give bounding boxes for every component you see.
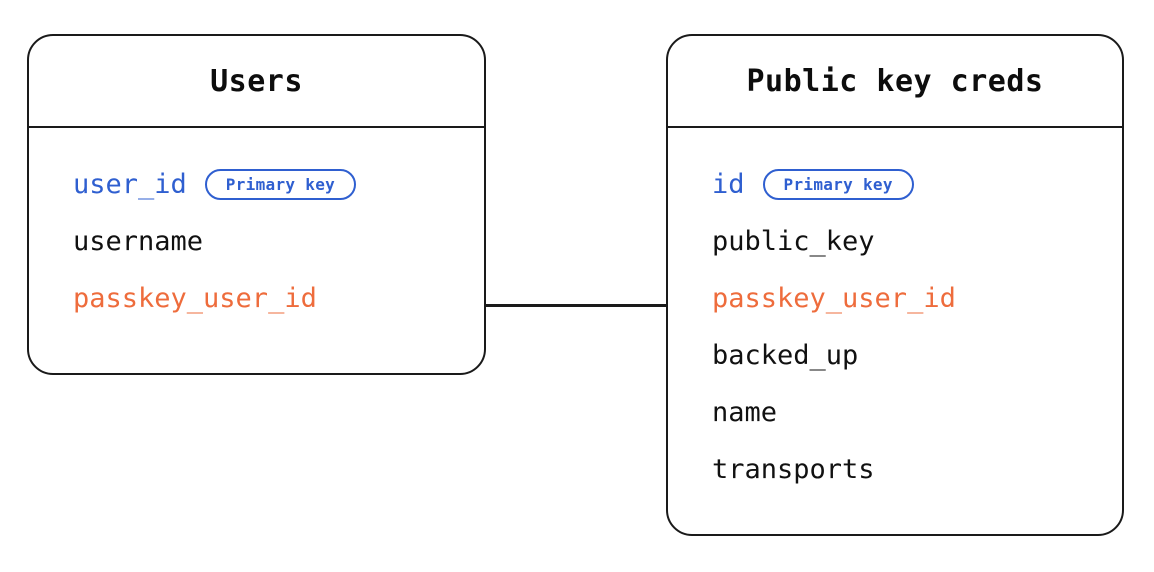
field-name-id: id	[712, 169, 745, 200]
field-name-username: username	[73, 226, 204, 257]
entity-header-users: Users	[29, 36, 484, 128]
field-name-name: name	[712, 397, 778, 428]
entity-box-public-key-creds[interactable]: Public key creds id Primary key public_k…	[666, 34, 1124, 536]
field-row[interactable]: backed_up	[668, 327, 1122, 384]
field-row[interactable]: transports	[668, 441, 1122, 498]
relationship-connector	[484, 304, 666, 307]
primary-key-badge: Primary key	[762, 169, 914, 200]
field-row[interactable]: username	[29, 213, 484, 270]
field-row[interactable]: name	[668, 384, 1122, 441]
field-row[interactable]: passkey_user_id	[29, 270, 484, 327]
primary-key-badge: Primary key	[204, 169, 357, 200]
primary-key-badge-label: Primary key	[783, 174, 893, 194]
primary-key-badge-label: Primary key	[225, 174, 336, 194]
field-name-transports: transports	[712, 454, 875, 485]
field-row[interactable]: id Primary key	[668, 156, 1122, 213]
entity-header-public-key-creds: Public key creds	[668, 36, 1122, 128]
field-name-user-id: user_id	[73, 169, 187, 200]
field-row[interactable]: user_id Primary key	[29, 156, 484, 213]
field-name-backed-up: backed_up	[712, 340, 859, 371]
field-name-passkey-user-id: passkey_user_id	[712, 283, 956, 314]
entity-title-public-key-creds: Public key creds	[746, 63, 1044, 99]
field-name-passkey-user-id: passkey_user_id	[73, 283, 317, 314]
entity-box-users[interactable]: Users user_id Primary key username passk…	[27, 34, 486, 375]
field-row[interactable]: public_key	[668, 213, 1122, 270]
entity-title-users: Users	[210, 63, 303, 99]
entity-field-list-public-key-creds: id Primary key public_key passkey_user_i…	[668, 128, 1122, 526]
entity-field-list-users: user_id Primary key username passkey_use…	[29, 128, 484, 355]
field-name-public-key: public_key	[712, 226, 875, 257]
field-row[interactable]: passkey_user_id	[668, 270, 1122, 327]
